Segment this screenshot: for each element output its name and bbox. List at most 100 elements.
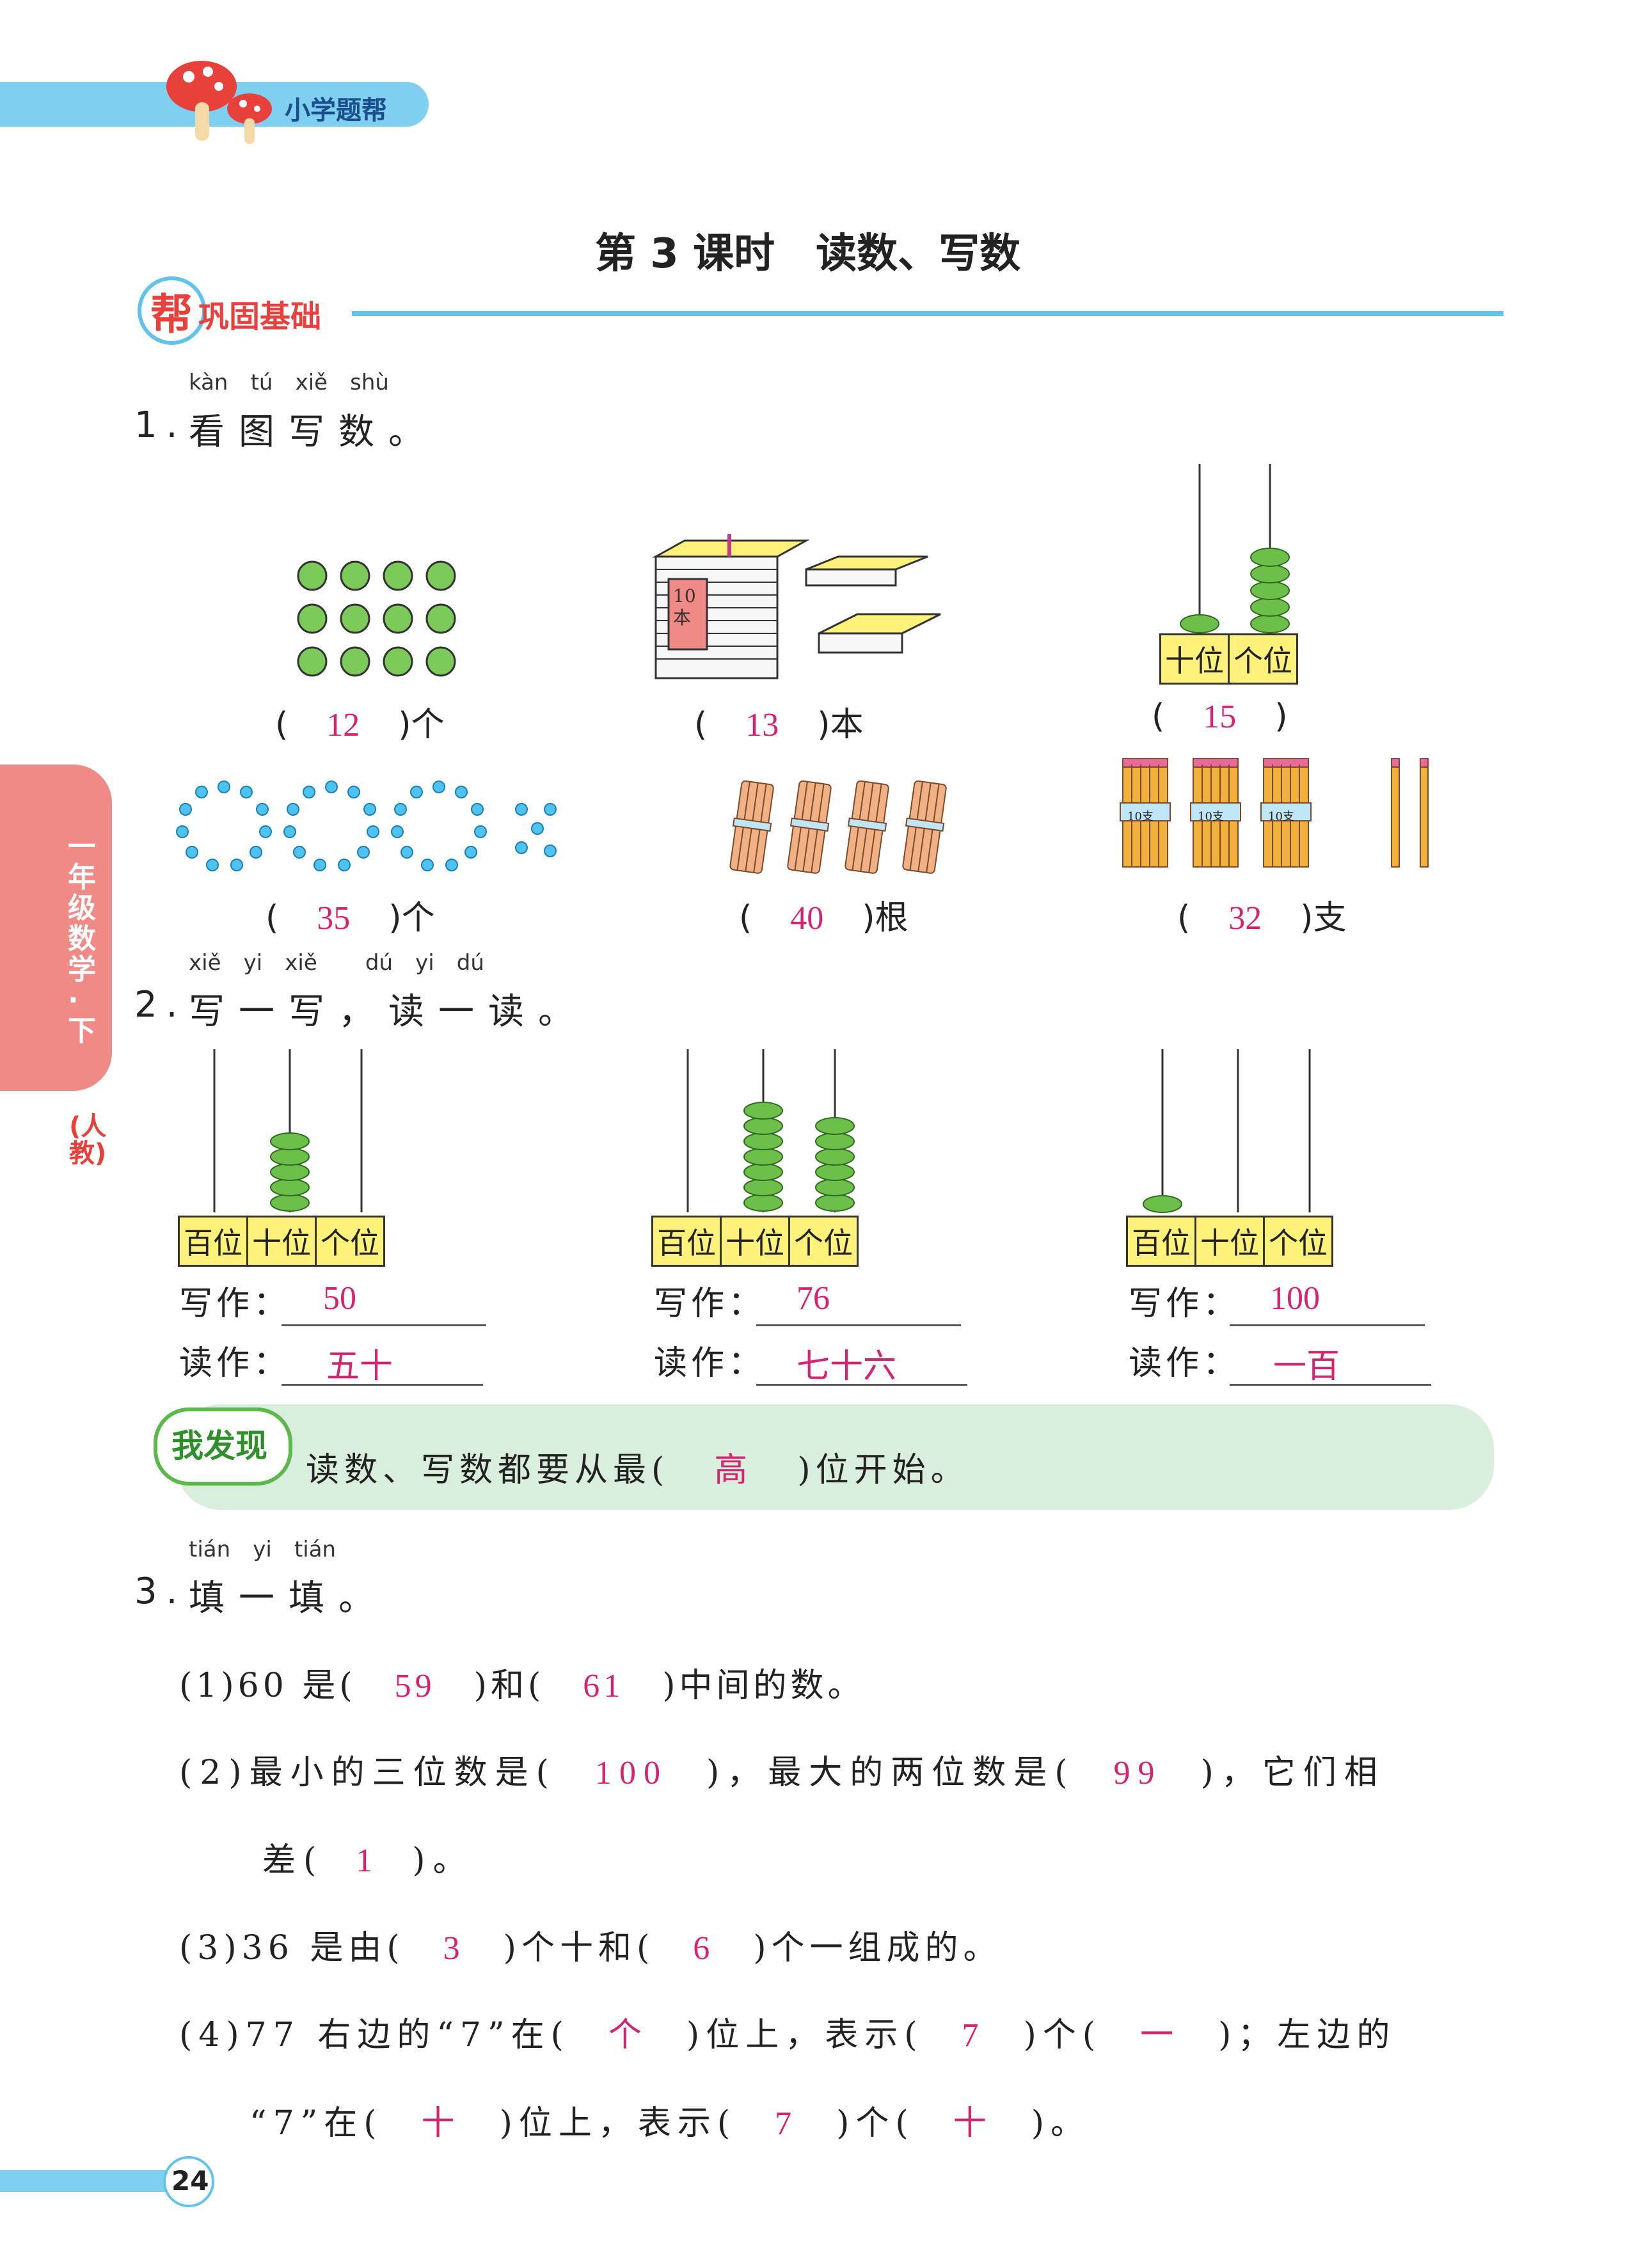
write-label-a: 写作：	[179, 1285, 291, 1323]
book-label: 10本	[673, 585, 696, 628]
q1-item5-answer: (40)根	[739, 899, 908, 937]
pinyin-xie: xiě	[189, 950, 221, 976]
abacus-100-figure	[1127, 1049, 1345, 1218]
q3-sub1: (1)60 是(59)和(61)中间的数。	[179, 1658, 865, 1706]
pinyin-tian: tián	[294, 1537, 337, 1562]
q3-sub1-a: (1)60 是(	[179, 1667, 356, 1705]
discover-answer: 高	[714, 1452, 753, 1489]
side-tab-grade: 一年级数学·下	[68, 830, 96, 1047]
q3-sub2-b: )，最大的两位数是(	[706, 1754, 1075, 1792]
pinyin-du: dú	[456, 950, 484, 976]
unit: 个	[401, 899, 435, 937]
q3-sub4-e: “7”在(	[250, 2104, 383, 2143]
label-hundreds: 百位	[1128, 1217, 1196, 1265]
read-label-b: 读作：	[654, 1344, 766, 1383]
pinyin-yi: yi	[415, 950, 434, 976]
pinyin-du: dú	[365, 950, 393, 976]
dot-grid-figure	[294, 557, 467, 687]
q3-sub2-e: )。	[412, 1841, 474, 1880]
discover-text: 读数、写数都要从最(高)位开始。	[306, 1443, 969, 1491]
pencil-tag-1: 10支	[1127, 810, 1154, 823]
q3-text: 填一填。	[189, 1578, 388, 1619]
read-label-a: 读作：	[179, 1344, 291, 1383]
answer-7: 7	[962, 2017, 985, 2054]
q3-sub2-c: )，它们相	[1200, 1754, 1385, 1792]
q3-pinyin: tián yi tián	[189, 1537, 336, 1562]
read-line-b	[756, 1345, 967, 1386]
discover-before: 读数、写数都要从最(	[306, 1451, 670, 1489]
pinyin-kan: kàn	[189, 370, 228, 395]
label-ones: 个位	[1269, 1226, 1328, 1260]
q3-sub2-a: (2)最小的三位数是(	[179, 1754, 557, 1792]
page-title: 第 3 课时 读数、写数	[595, 230, 1021, 278]
book-stack-figure	[646, 531, 953, 687]
q2-pinyin: xiě yi xiě dú yi dú	[189, 950, 484, 976]
pinyin-tian: tián	[189, 1537, 231, 1562]
pinyin-tu: tú	[250, 370, 273, 395]
place-label-row-q1: 十位 个位	[1159, 633, 1298, 685]
answer-ge: 个	[608, 2017, 648, 2054]
pinyin-xie: xiě	[295, 370, 328, 395]
label-tens: 十位	[722, 1217, 790, 1265]
answer-3: 3	[443, 1930, 465, 1967]
q3-sub4-g: )个(	[836, 2104, 915, 2143]
abacus-50-figure	[179, 1049, 397, 1218]
section-badge	[138, 276, 206, 345]
pencil-tag-2: 10支	[1198, 810, 1224, 823]
write-line-c	[1230, 1286, 1425, 1326]
answer-7b: 7	[775, 2105, 798, 2142]
pinyin-xie: xiě	[285, 950, 317, 976]
write-answer-b: 76	[797, 1280, 830, 1317]
pinyin-yi: yi	[253, 1537, 272, 1562]
page-number-circle	[163, 2156, 214, 2207]
q1-text: 看图写数。	[189, 411, 438, 453]
unit: 个	[411, 706, 445, 744]
q1-item3-answer: (15)	[1152, 697, 1288, 736]
label-tens: 十位	[248, 1217, 317, 1265]
q3-sub4-line2: “7”在(十)位上，表示(7)个(十)。	[250, 2096, 1090, 2144]
write-label-c: 写作：	[1129, 1285, 1241, 1323]
q3-sub4-b: )位上，表示(	[686, 2016, 924, 2054]
section-rule	[352, 311, 1503, 316]
mushroom-logo	[160, 58, 275, 147]
q3-sub4-h: )。	[1031, 2104, 1091, 2143]
pinyin-yi: yi	[243, 950, 263, 976]
side-tab	[0, 765, 112, 1091]
side-tab-edition: (人教)	[69, 1112, 107, 1168]
answer-shi-b: 十	[953, 2105, 993, 2142]
q3-sub4-f: )位上，表示(	[499, 2104, 737, 2143]
label-ones: 个位	[1233, 644, 1292, 678]
q1-number: 1.	[134, 404, 187, 446]
q3-sub2: (2)最小的三位数是(100)，最大的两位数是(99)，它们相	[179, 1745, 1385, 1793]
abacus-76-figure	[653, 1049, 870, 1218]
answer-61: 61	[583, 1668, 624, 1704]
answer-32: 32	[1228, 900, 1262, 937]
unit: 支	[1313, 899, 1347, 937]
unit: 根	[875, 899, 908, 937]
answer-40: 40	[790, 900, 824, 937]
answer-12: 12	[326, 707, 360, 743]
place-label-row-c: 百位 十位 个位	[1126, 1216, 1333, 1267]
q3-sub3-b: )个十和(	[503, 1929, 655, 1967]
answer-100: 100	[594, 1755, 668, 1791]
q3-number: 3.	[134, 1571, 187, 1612]
answer-yi: 一	[1140, 2017, 1180, 2054]
q3-sub1-c: )中间的数。	[662, 1667, 865, 1705]
section-label: 巩固基础	[198, 299, 322, 335]
pinyin-shu: shù	[350, 370, 389, 395]
q3-sub2-d: 差(	[262, 1841, 324, 1880]
label-tens: 十位	[1196, 1217, 1265, 1265]
q1-pinyin: kàn tú xiě shù	[189, 370, 389, 395]
answer-6: 6	[693, 1930, 715, 1967]
place-label-row-b: 百位 十位 个位	[651, 1216, 859, 1267]
q3-sub4-c: )个(	[1023, 2016, 1102, 2054]
q3-sub2-line2: 差(1)。	[262, 1833, 474, 1881]
discover-box	[176, 1404, 1494, 1510]
write-label-b: 写作：	[654, 1285, 766, 1323]
stick-bundles-figure	[729, 777, 972, 882]
read-line-a	[282, 1345, 483, 1386]
read-answer-c: 一百	[1273, 1349, 1340, 1385]
discover-badge-text: 我发现	[171, 1427, 267, 1464]
label-ones: 个位	[321, 1226, 379, 1260]
label-hundreds: 百位	[653, 1217, 722, 1265]
